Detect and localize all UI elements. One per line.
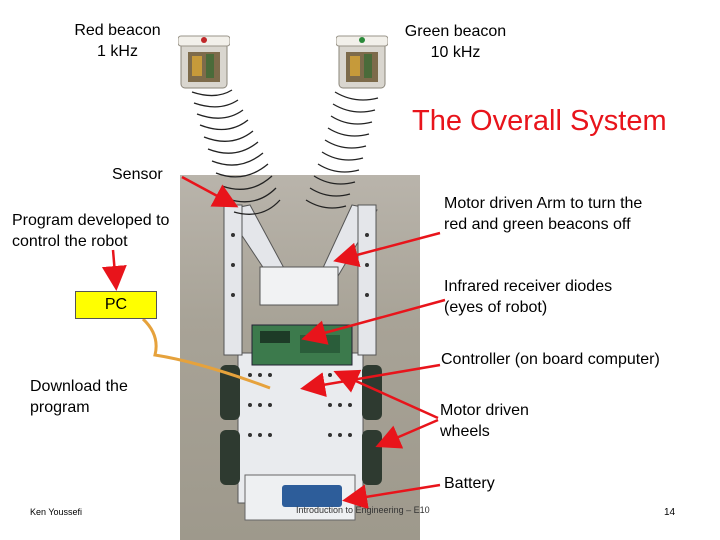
motor-wheels-label: Motor driven wheels	[440, 402, 529, 440]
motor-arm-arrow	[333, 231, 441, 267]
page-number: 14	[664, 507, 676, 518]
controller-arrow	[300, 363, 441, 397]
wheels-arrow-lower	[375, 418, 439, 449]
program-label: Program developed to control the robot	[12, 212, 170, 250]
sensor-arrow	[181, 175, 239, 208]
program-to-pc-arrow	[101, 249, 127, 291]
red-beacon-signal-waves	[191, 89, 281, 215]
infrared-arrow	[301, 298, 446, 345]
footer-course: Introduction to Engineering – E10	[296, 505, 430, 515]
slide-title: The Overall System	[412, 105, 667, 137]
controller-label: Controller (on board computer)	[441, 351, 660, 368]
red-beacon-name: Red beacon	[74, 22, 161, 39]
wheels-arrow-upper	[333, 369, 439, 420]
battery-label: Battery	[444, 475, 495, 492]
green-beacon-label: Green beacon 10 kHz	[398, 21, 513, 63]
green-beacon-name: Green beacon	[404, 23, 507, 40]
sensor-label: Sensor	[112, 166, 163, 183]
footer-author: Ken Youssefi	[30, 507, 83, 517]
green-beacon-signal-waves	[305, 91, 379, 209]
pc-box: PC	[75, 291, 157, 319]
download-label: Download the program	[30, 378, 128, 416]
battery-arrow	[342, 483, 441, 510]
red-beacon-frequency: 1 kHz	[97, 43, 138, 60]
callout-arrows	[101, 175, 446, 510]
red-beacon-image	[178, 32, 230, 90]
red-beacon-label: Red beacon 1 kHz	[60, 20, 175, 62]
green-beacon-frequency: 10 kHz	[430, 44, 481, 61]
download-cable	[141, 317, 271, 390]
green-beacon-image	[336, 32, 388, 90]
infrared-label: Infrared receiver diodes (eyes of robot)	[444, 278, 613, 316]
motor-arm-label: Motor driven Arm to turn the red and gre…	[444, 195, 643, 233]
